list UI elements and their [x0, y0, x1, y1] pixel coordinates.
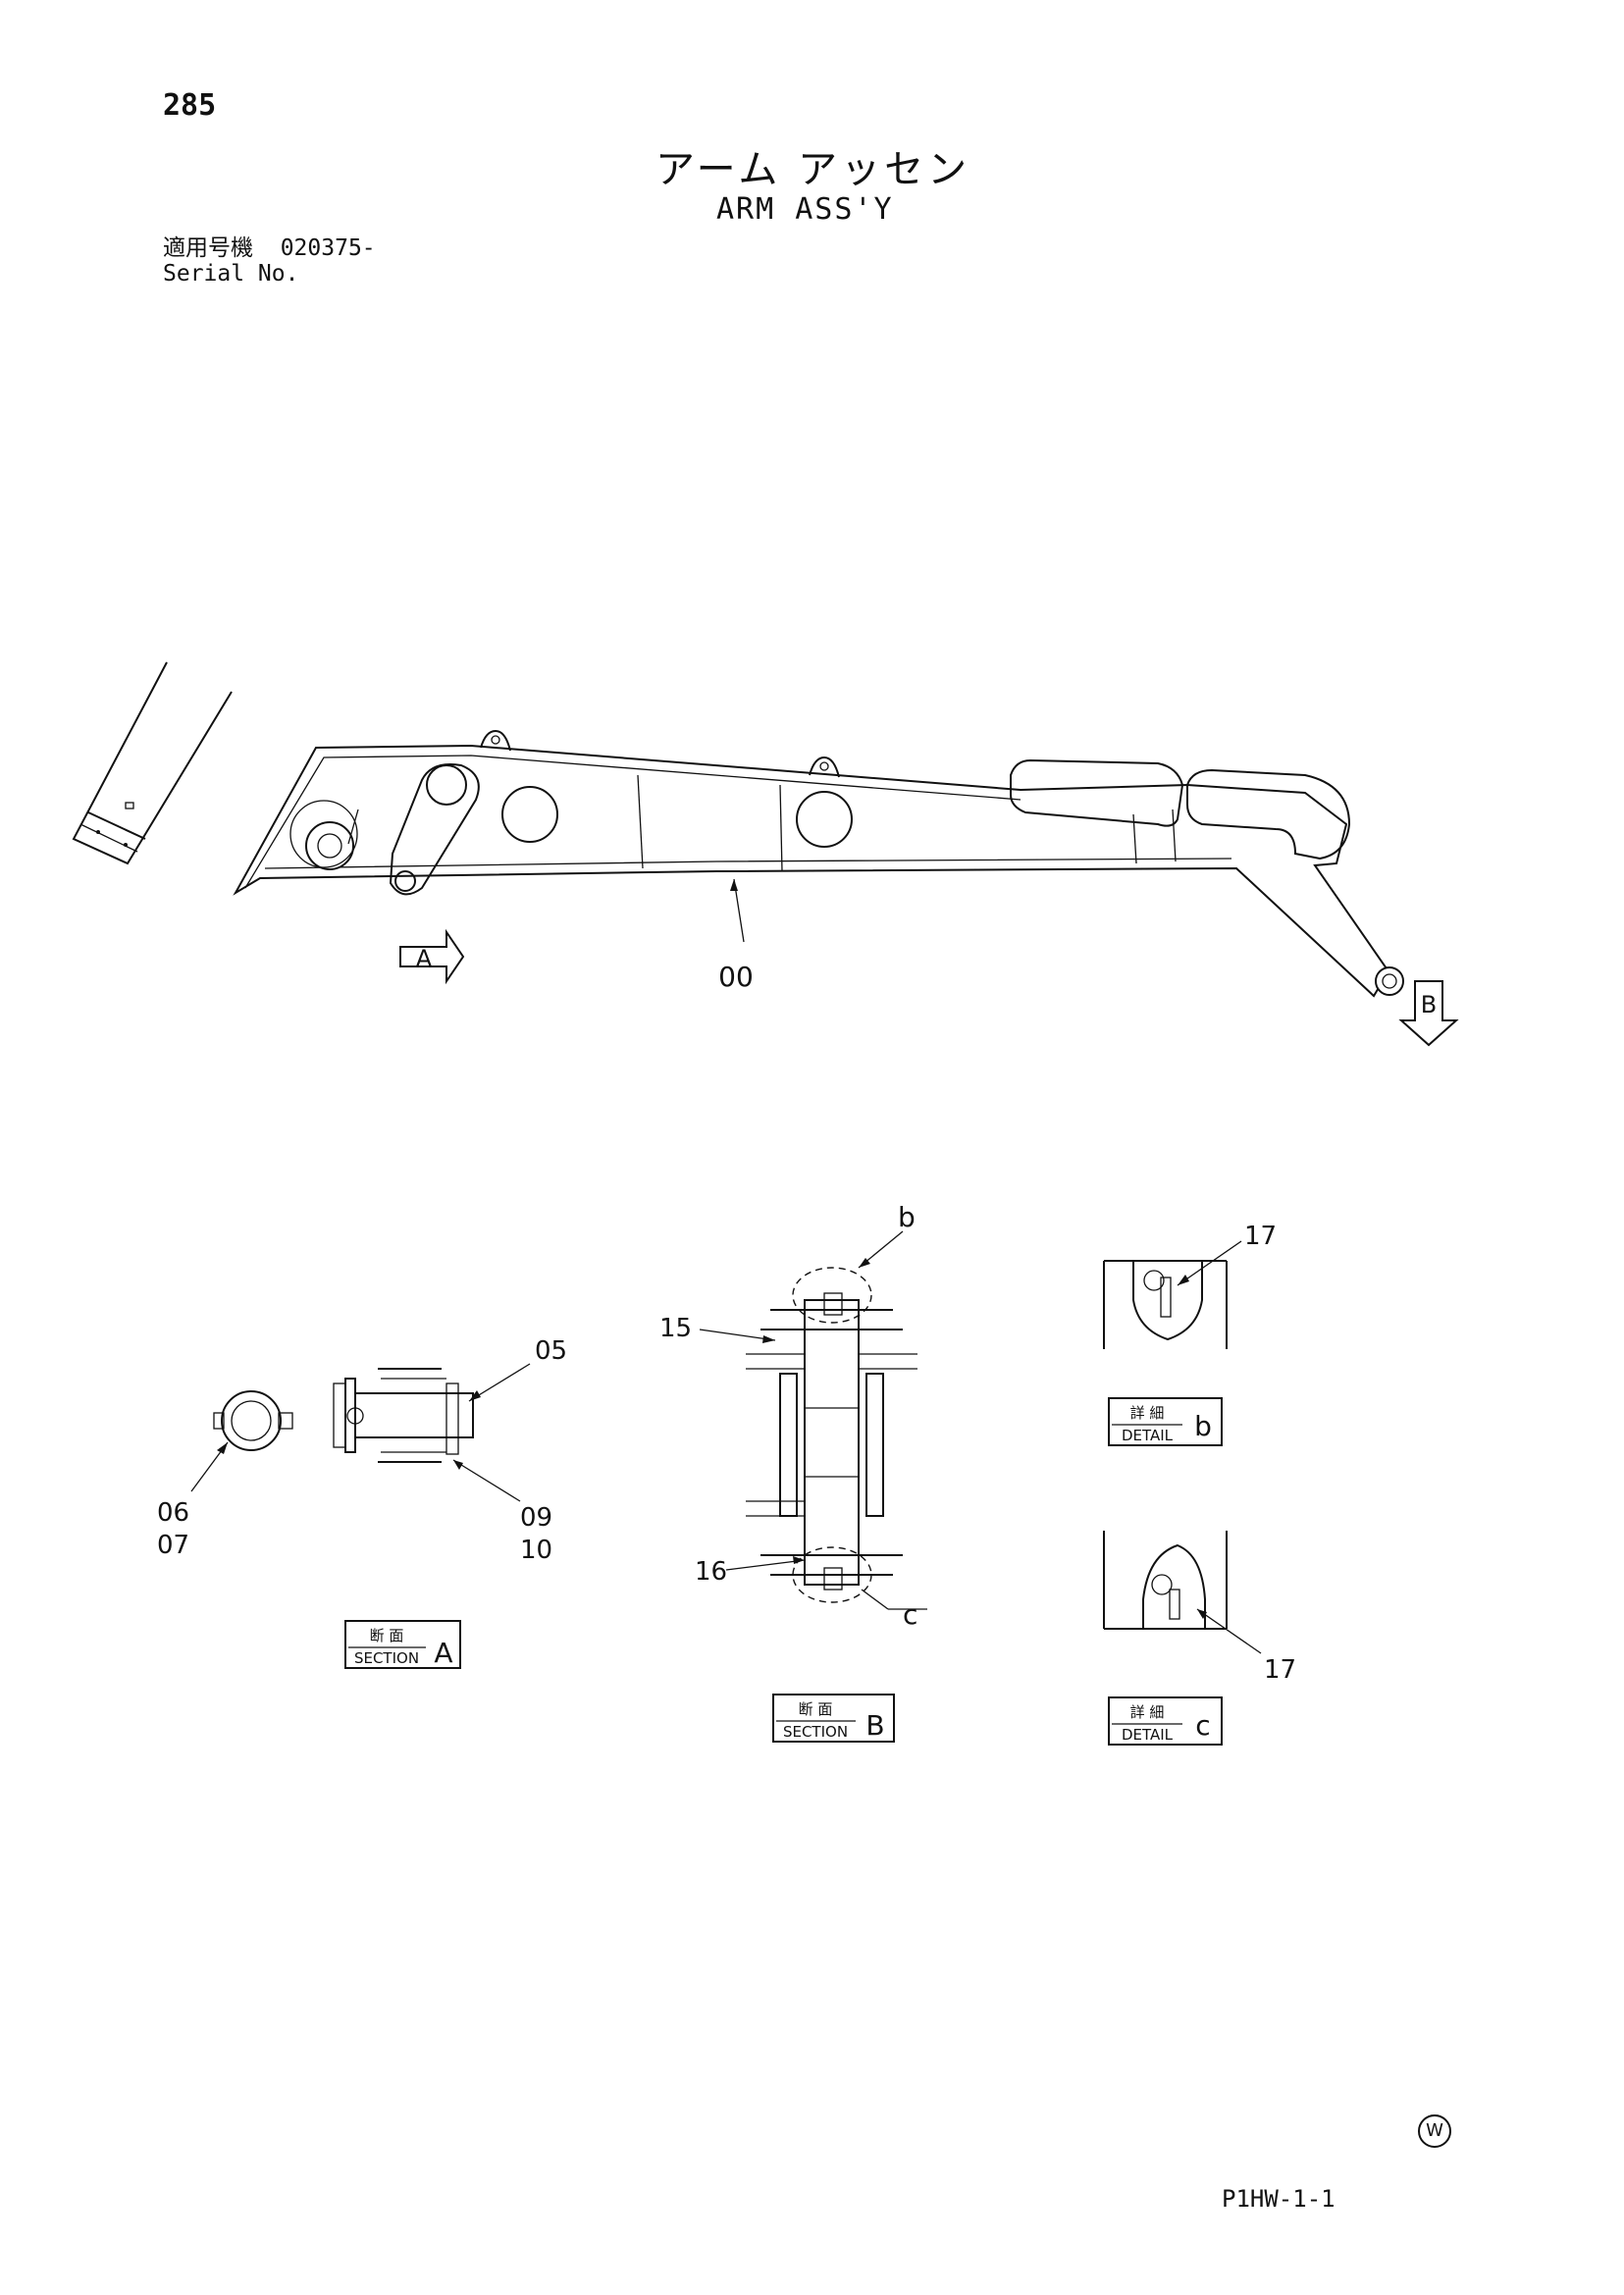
label-10: 10: [520, 1536, 552, 1565]
section-a-box: 断 面 SECTION A: [344, 1620, 461, 1669]
svg-text:B: B: [1421, 991, 1437, 1018]
section-a-drawing: 05 06 07 09 10: [157, 1336, 567, 1565]
arm-drawing: 00: [72, 661, 1404, 998]
svg-text:SECTION: SECTION: [354, 1649, 419, 1667]
detail-c-drawing: 17: [1103, 1531, 1296, 1685]
serial-value: 020375-: [280, 235, 376, 261]
title-japanese: アーム アッセン: [655, 147, 971, 192]
svg-text:断 面: 断 面: [799, 1700, 833, 1718]
svg-text:詳 細: 詳 細: [1130, 1404, 1165, 1422]
label-05: 05: [535, 1336, 567, 1366]
callout-circle-b: [792, 1267, 872, 1324]
label-16: 16: [695, 1557, 727, 1587]
svg-text:断 面: 断 面: [370, 1627, 404, 1644]
svg-text:A: A: [434, 1637, 452, 1669]
w-mark: W: [1418, 2114, 1451, 2148]
label-09: 09: [520, 1503, 552, 1533]
title-english: ARM ASS'Y: [716, 192, 894, 227]
boom-stub: [72, 661, 233, 865]
drawing-code: P1HW-1-1: [1222, 2185, 1336, 2213]
label-17-top: 17: [1244, 1222, 1277, 1251]
view-arrow-a: A: [399, 928, 465, 985]
svg-text:DETAIL: DETAIL: [1122, 1726, 1174, 1744]
svg-text:b: b: [1194, 1410, 1212, 1442]
label-06: 06: [157, 1498, 189, 1528]
svg-text:B: B: [865, 1709, 884, 1742]
detail-c-box: 詳 細 DETAIL c: [1108, 1696, 1223, 1746]
detail-b-box: 詳 細 DETAIL b: [1108, 1397, 1223, 1446]
svg-text:A: A: [416, 945, 433, 972]
label-arm-00: 00: [718, 961, 754, 993]
svg-text:DETAIL: DETAIL: [1122, 1427, 1174, 1444]
view-arrow-b: B: [1398, 980, 1459, 1047]
serial-label-jp: 適用号機: [163, 235, 253, 261]
page-number: 285: [163, 88, 217, 123]
svg-text:SECTION: SECTION: [783, 1723, 848, 1741]
callout-c: c: [903, 1598, 917, 1631]
label-15: 15: [659, 1314, 692, 1343]
serial-block: 適用号機 020375- Serial No.: [163, 235, 376, 287]
label-07: 07: [157, 1531, 189, 1560]
callout-b: b: [898, 1201, 916, 1233]
serial-label-en: Serial No.: [163, 261, 299, 287]
section-b-drawing: b c 15 16: [659, 1201, 927, 1631]
section-b-box: 断 面 SECTION B: [772, 1694, 895, 1743]
svg-text:c: c: [1195, 1709, 1210, 1742]
label-17-bottom: 17: [1264, 1655, 1296, 1685]
detail-b-drawing: 17: [1103, 1222, 1277, 1349]
callout-circle-c: [792, 1546, 872, 1603]
svg-text:詳 細: 詳 細: [1130, 1703, 1165, 1721]
